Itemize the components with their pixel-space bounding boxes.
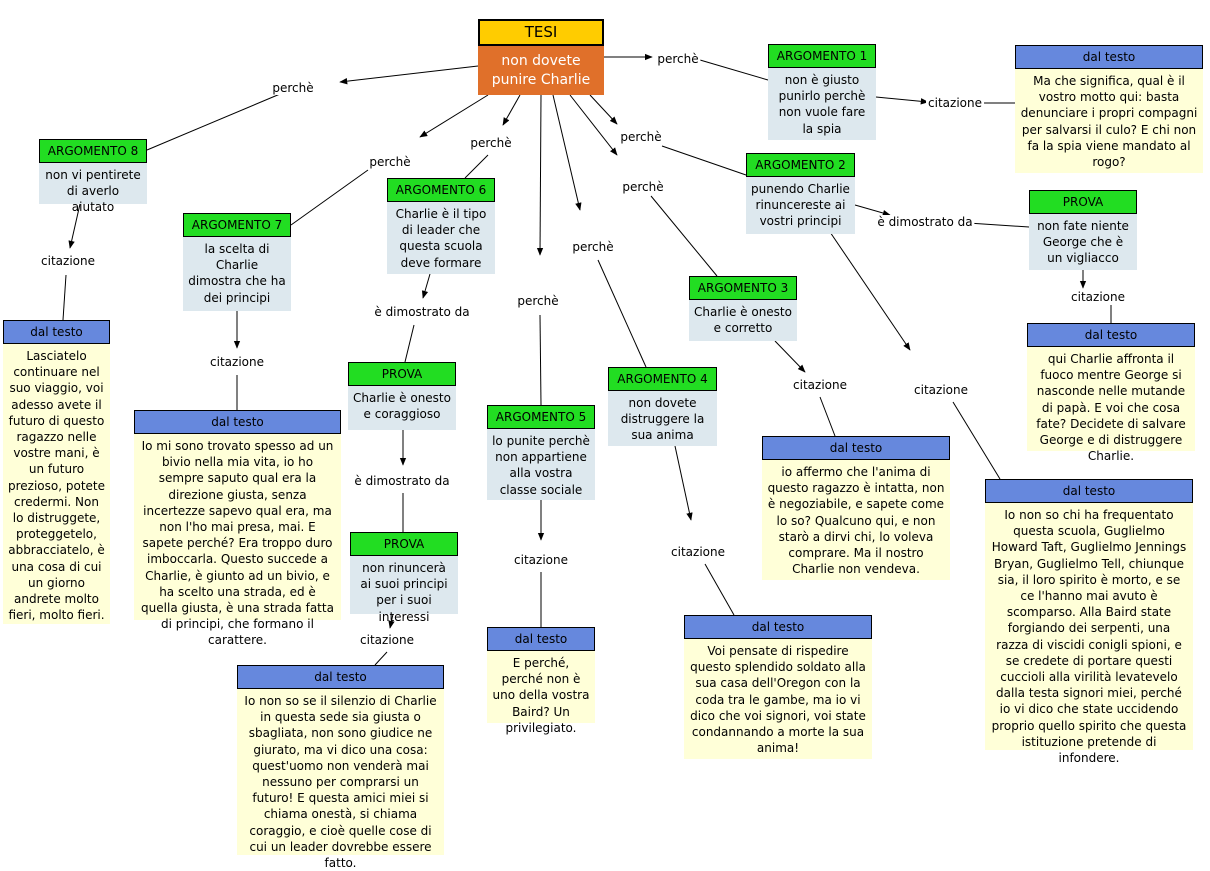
arg2-text: punendo Charlie rinuncereste ai vostri p… (746, 177, 855, 234)
arg4-text: non dovete distruggere la sua anima (608, 391, 717, 446)
testo7-text: Io non so se il silenzio di Charlie in q… (237, 689, 444, 870)
arg2-header: ARGOMENTO 2 (746, 153, 855, 177)
prova2-header: PROVA (348, 362, 456, 386)
edge-label-perche: perchè (367, 155, 413, 169)
edge-label-dimostrato: è dimostrato da (372, 305, 472, 319)
arg3-header: ARGOMENTO 3 (689, 276, 797, 300)
testo3-header: dal testo (985, 479, 1193, 503)
edge-label-citazione: citazione (1069, 290, 1127, 304)
arg7-text: la scelta di Charlie dimostra che ha dei… (183, 237, 291, 311)
testo5-text: Voi pensate di rispedire questo splendid… (684, 639, 872, 759)
prova3-text: non rinuncerà ai suoi principi per i suo… (350, 556, 458, 624)
testo1-header: dal testo (1015, 45, 1203, 69)
edge-label-citazione: citazione (926, 96, 984, 110)
tesi-text: non dovete punire Charlie (478, 46, 604, 95)
testo3-text: Io non so chi ha frequentato questa scuo… (985, 503, 1193, 765)
arg8-text: non vi pentirete di averlo aiutato (39, 163, 147, 214)
testo6-header: dal testo (487, 627, 595, 651)
edge-label-citazione: citazione (208, 355, 266, 369)
edge-label-dimostrato: è dimostrato da (875, 215, 975, 229)
edge-label-citazione: citazione (669, 545, 727, 559)
edge-label-perche: perchè (620, 180, 666, 194)
edge-label-dimostrato: è dimostrato da (352, 474, 452, 488)
edge-label-citazione: citazione (358, 633, 416, 647)
testo6-text: E perché, perché non è uno della vostra … (487, 651, 595, 735)
tesi-header: TESI (478, 19, 604, 46)
arg7-header: ARGOMENTO 7 (183, 213, 291, 237)
prova2-text: Charlie è onesto e coraggioso (348, 386, 456, 430)
arg6-header: ARGOMENTO 6 (387, 178, 495, 202)
arg1-header: ARGOMENTO 1 (768, 44, 876, 68)
edge-label-perche: perchè (655, 52, 701, 66)
testo2-text: qui Charlie affronta il fuoco mentre Geo… (1027, 347, 1195, 463)
edge-label-perche: perchè (515, 294, 561, 308)
testo9-header: dal testo (3, 320, 110, 344)
arg6-text: Charlie è il tipo di leader che questa s… (387, 202, 495, 274)
edge-label-citazione: citazione (791, 378, 849, 392)
testo8-text: Io mi sono trovato spesso ad un bivio ne… (134, 434, 341, 647)
testo7-header: dal testo (237, 665, 444, 689)
arg8-header: ARGOMENTO 8 (39, 139, 147, 163)
prova1-header: PROVA (1029, 190, 1137, 214)
testo9-text: Lasciatelo continuare nel suo viaggio, v… (3, 344, 110, 624)
testo4-header: dal testo (762, 436, 950, 460)
arg4-header: ARGOMENTO 4 (608, 367, 717, 391)
testo1-text: Ma che significa, qual è il vostro motto… (1015, 69, 1203, 173)
arg3-text: Charlie è onesto e corretto (689, 300, 797, 341)
edge-label-citazione: citazione (512, 553, 570, 567)
prova3-header: PROVA (350, 532, 458, 556)
edge-label-perche: perchè (618, 130, 664, 144)
prova1-text: non fate niente George che è un vigliacc… (1029, 214, 1137, 270)
edge-label-citazione: citazione (912, 383, 970, 397)
edge-label-perche: perchè (468, 136, 514, 150)
testo8-header: dal testo (134, 410, 341, 434)
testo4-text: io affermo che l'anima di questo ragazzo… (762, 460, 950, 580)
edge-label-perche: perchè (570, 240, 616, 254)
arg1-text: non è giusto punirlo perchè non vuole fa… (768, 68, 876, 140)
arg5-header: ARGOMENTO 5 (487, 405, 595, 429)
edge-label-citazione: citazione (39, 254, 97, 268)
arg5-text: lo punite perchè non appartiene alla vos… (487, 429, 595, 500)
edge-label-perche: perchè (270, 81, 316, 95)
testo5-header: dal testo (684, 615, 872, 639)
testo2-header: dal testo (1027, 323, 1195, 347)
